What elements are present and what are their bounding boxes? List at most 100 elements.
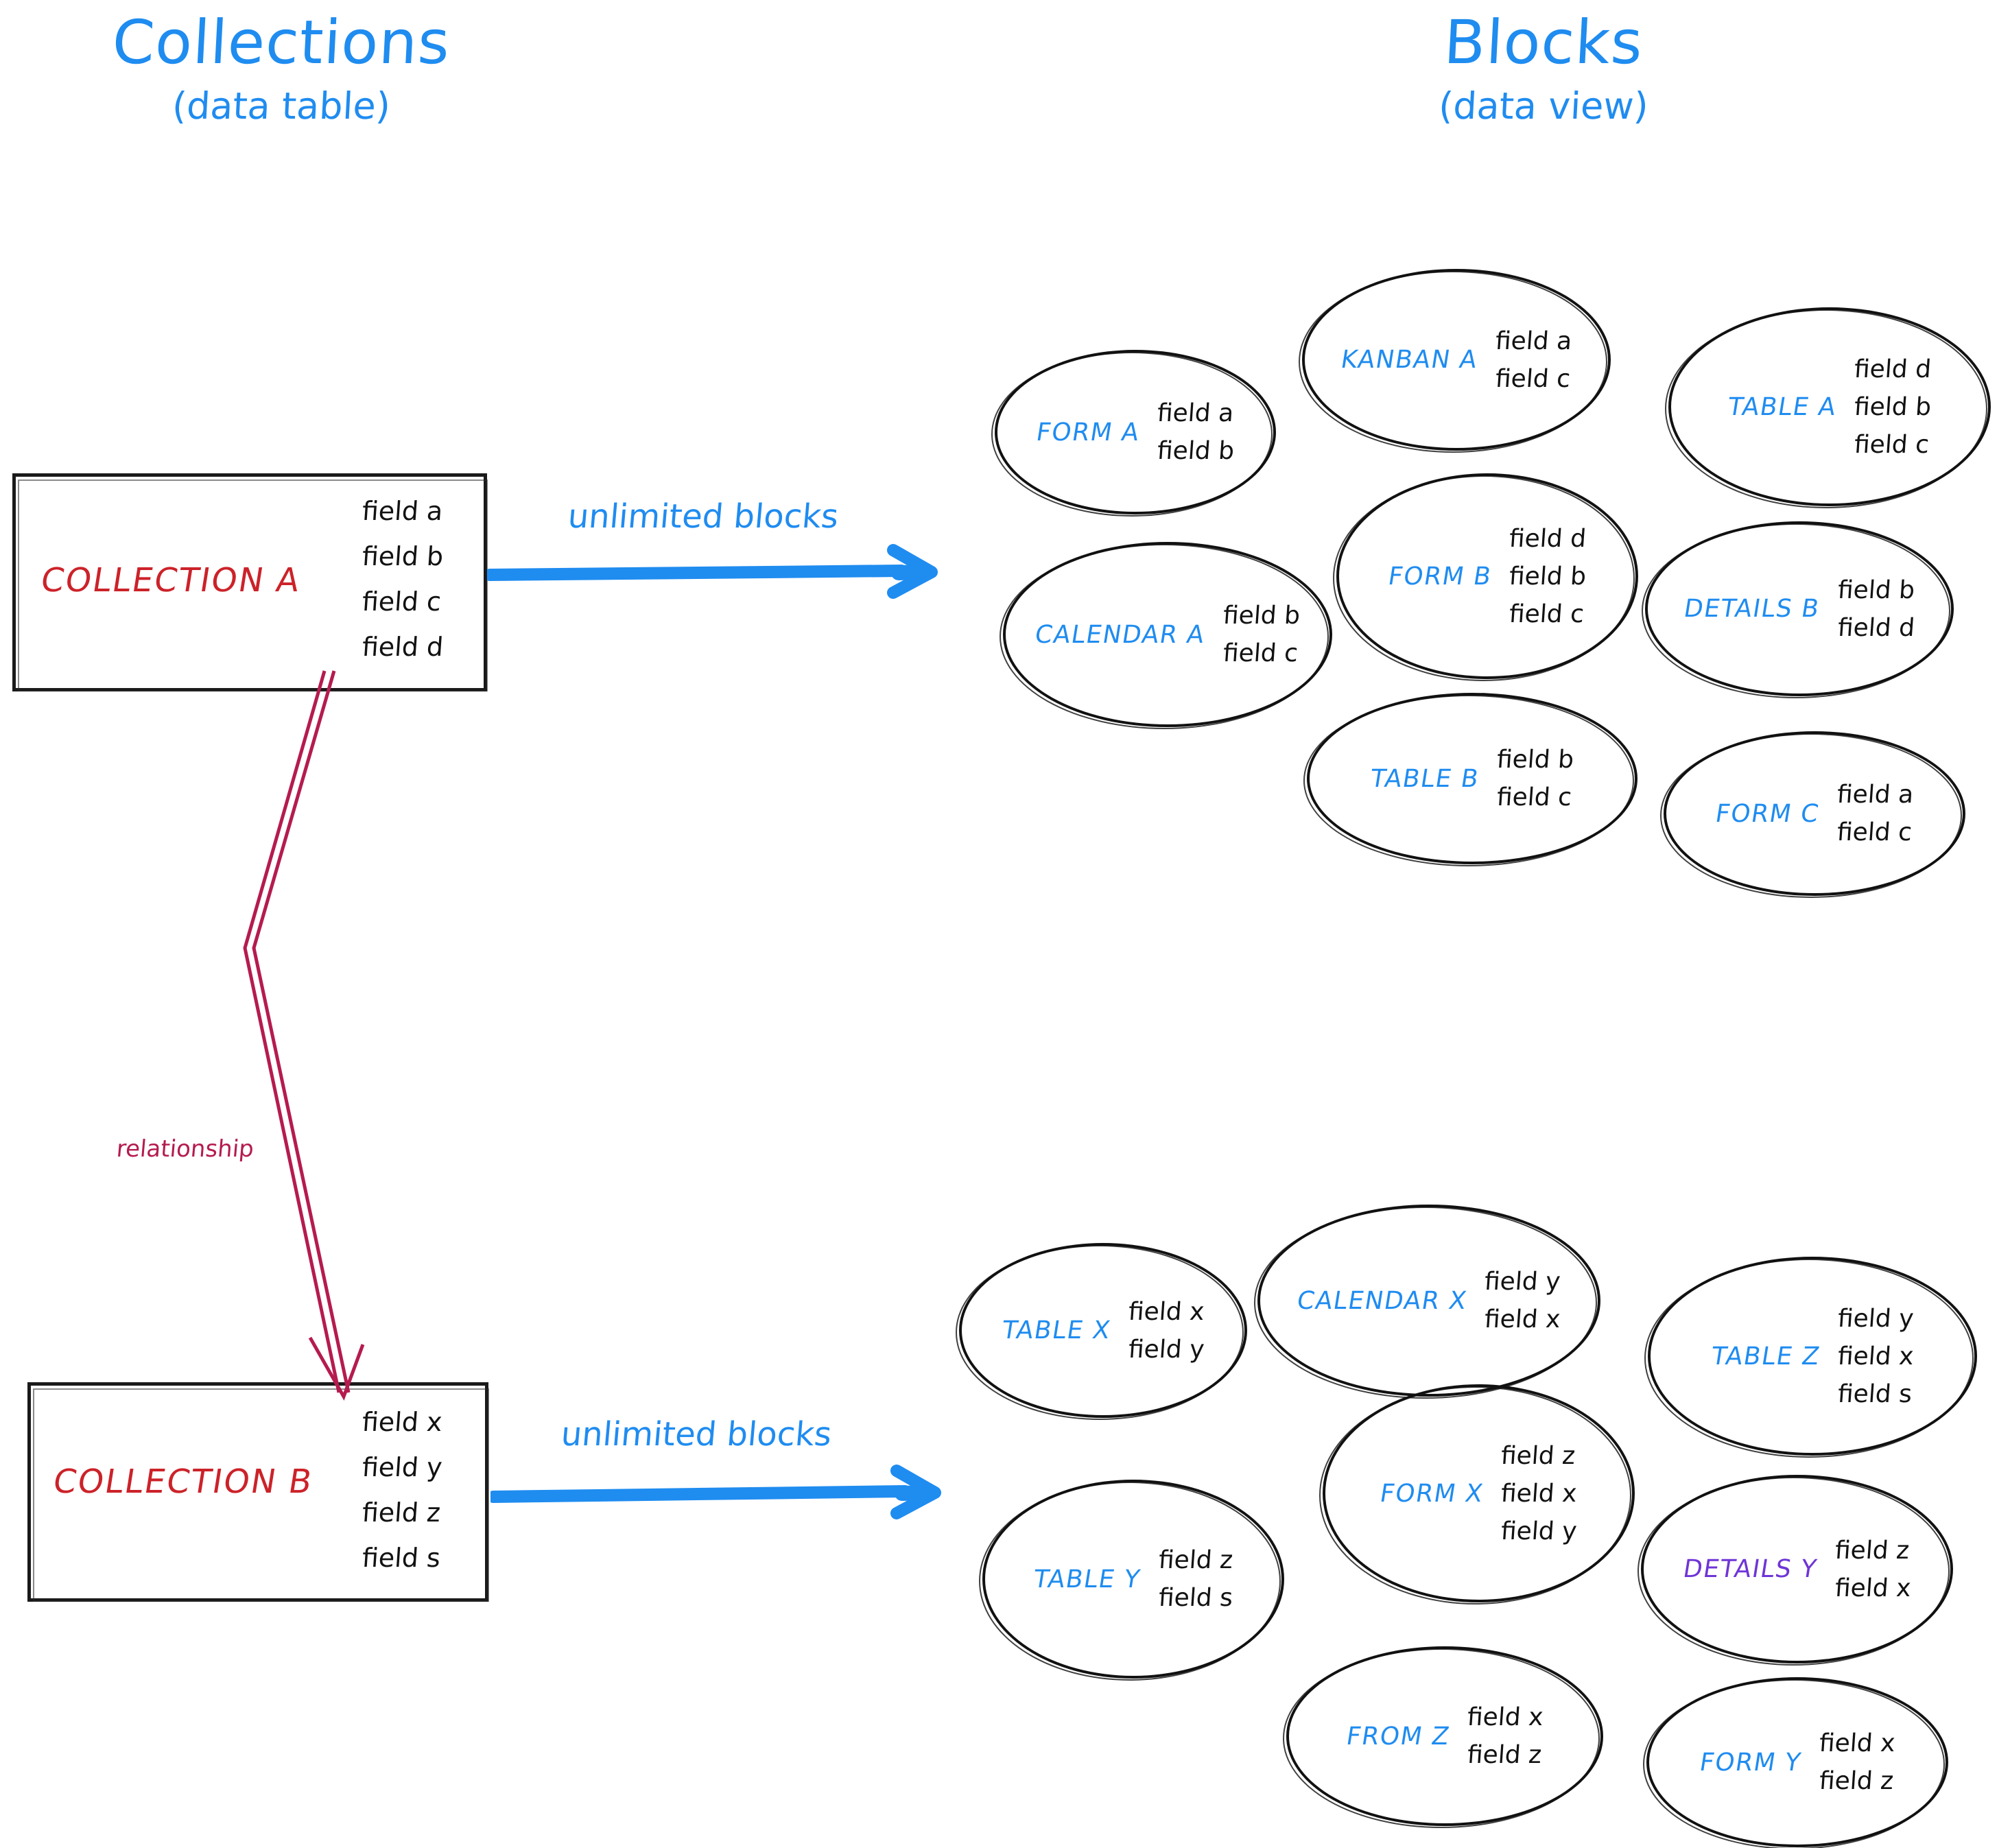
ellipse-outline-secondary	[1637, 1477, 1950, 1666]
block-name: TABLE Y	[1032, 1565, 1143, 1594]
block-kanban-a[interactable]: KANBAN A field a field c	[1299, 269, 1611, 453]
collection-b-field: field x	[361, 1407, 444, 1437]
block-field: field x	[1466, 1703, 1544, 1731]
heading-blocks-subtitle: (data view)	[1437, 84, 1650, 128]
ellipse-outline-secondary	[1643, 1679, 1945, 1848]
block-name: FORM B	[1386, 562, 1494, 591]
block-form-x[interactable]: FORM X field z field x field y	[1319, 1384, 1635, 1604]
heading-collections: Collections (data table)	[69, 7, 494, 128]
block-fields: field y field x field s	[1836, 1300, 1915, 1413]
ellipse-outline-secondary	[1303, 695, 1634, 866]
block-table-a[interactable]: TABLE A field d field b field c	[1665, 307, 1991, 508]
ellipse-outline-secondary	[1319, 1386, 1631, 1604]
block-field: field d	[1853, 355, 1932, 383]
block-name: FORM X	[1378, 1479, 1486, 1508]
block-field: field z	[1834, 1536, 1911, 1565]
block-name: CALENDAR A	[1033, 620, 1207, 649]
block-fields: field a field c	[1494, 322, 1573, 398]
block-field: field y	[1500, 1517, 1579, 1545]
block-table-y[interactable]: TABLE Y field z field s	[979, 1480, 1284, 1681]
block-field: field x	[1836, 1342, 1915, 1371]
block-details-y[interactable]: DETAILS Y field z field x	[1637, 1475, 1953, 1666]
block-name: TABLE A	[1725, 392, 1839, 421]
block-field: field z	[1818, 1767, 1895, 1795]
ellipse-outline-secondary	[1283, 1648, 1600, 1828]
block-fields: field d field b field c	[1853, 351, 1932, 464]
block-name: TABLE Z	[1709, 1342, 1822, 1371]
relationship-label: relationship	[115, 1135, 255, 1163]
block-fields: field d field b field c	[1508, 520, 1587, 633]
ellipse-outline-secondary	[1299, 271, 1607, 453]
block-fields: field b field c	[1495, 741, 1575, 816]
block-fields: field x field y	[1127, 1293, 1205, 1369]
heading-collections-subtitle: (data table)	[171, 84, 392, 128]
collection-a-fields: field a field b field c field d	[361, 488, 445, 670]
collection-a-field: field d	[361, 632, 445, 662]
block-calendar-a[interactable]: CALENDAR A field b field c	[1000, 542, 1332, 729]
block-fields: field z field s	[1157, 1541, 1234, 1617]
ellipse-outline-secondary	[1333, 475, 1635, 681]
ellipse-outline-secondary	[1644, 1259, 1974, 1458]
block-field: field c	[1508, 600, 1585, 628]
block-field: field c	[1836, 818, 1913, 846]
ellipse-outline-secondary	[991, 352, 1273, 517]
arrow-bottom-glyph	[490, 1465, 941, 1519]
block-name: TABLE X	[1000, 1316, 1113, 1344]
block-table-z[interactable]: TABLE Z field y field x field s	[1644, 1257, 1977, 1458]
block-field: field y	[1836, 1304, 1915, 1333]
ellipse-outline-secondary	[1642, 523, 1950, 698]
block-form-c[interactable]: FORM C field a field c	[1660, 731, 1965, 898]
block-fields: field z field x	[1834, 1532, 1912, 1607]
collection-b-fields: field x field y field z field s	[361, 1399, 444, 1580]
block-field: field y	[1127, 1335, 1205, 1364]
collection-b-name: COLLECTION B	[50, 1462, 316, 1501]
block-name: FORM Y	[1697, 1748, 1804, 1777]
block-name: CALENDAR X	[1294, 1286, 1469, 1315]
collection-a-name: COLLECTION A	[38, 561, 304, 600]
ellipse-outline-secondary	[1000, 544, 1329, 729]
block-form-a[interactable]: FORM A field a field b	[991, 350, 1276, 517]
block-fields: field y field x	[1484, 1263, 1561, 1338]
block-field: field b	[1222, 602, 1301, 630]
block-field: field c	[1222, 639, 1299, 667]
block-details-b[interactable]: DETAILS B field b field d	[1642, 521, 1954, 698]
block-field: field x	[1500, 1479, 1579, 1508]
block-fields: field z field x field y	[1500, 1437, 1579, 1550]
block-field: field z	[1157, 1546, 1234, 1574]
block-field: field d	[1508, 524, 1587, 553]
collection-a-field: field b	[361, 541, 445, 571]
arrow-top-glyph	[487, 544, 938, 599]
heading-blocks-title: Blocks	[1442, 7, 1645, 78]
block-fields: field x field z	[1818, 1725, 1895, 1800]
ellipse-outline-secondary	[979, 1482, 1281, 1681]
block-table-b[interactable]: TABLE B field b field c	[1303, 693, 1637, 866]
collection-b-field: field z	[361, 1497, 442, 1528]
block-fields: field x field z	[1466, 1698, 1544, 1774]
block-form-b[interactable]: FORM B field d field b field c	[1333, 473, 1638, 681]
block-field: field c	[1853, 430, 1930, 459]
arrow-top-label: unlimited blocks	[566, 497, 840, 536]
block-from-z[interactable]: FROM Z field x field z	[1283, 1646, 1603, 1828]
block-calendar-x[interactable]: CALENDAR X field y field x	[1254, 1205, 1600, 1399]
block-fields: field b field c	[1222, 597, 1301, 672]
block-fields: field a field c	[1836, 776, 1915, 851]
block-table-x[interactable]: TABLE X field x field y	[956, 1243, 1247, 1420]
block-name: FORM C	[1713, 799, 1821, 828]
block-field: field a	[1836, 781, 1915, 809]
block-field: field x	[1127, 1297, 1205, 1326]
block-field: field s	[1836, 1379, 1913, 1408]
block-field: field x	[1834, 1574, 1912, 1602]
block-form-y[interactable]: FORM Y field x field z	[1643, 1677, 1948, 1848]
block-name: KANBAN A	[1338, 346, 1480, 374]
arrow-bottom-label: unlimited blocks	[559, 1415, 833, 1454]
block-fields: field a field b	[1157, 394, 1235, 470]
block-field: field b	[1508, 562, 1587, 591]
collection-a-field: field c	[361, 587, 442, 617]
block-field: field a	[1494, 327, 1573, 355]
block-name: FORM A	[1034, 418, 1142, 447]
collection-b-field: field y	[361, 1452, 444, 1482]
block-name: FROM Z	[1344, 1722, 1452, 1751]
collection-a-field: field a	[361, 496, 444, 526]
block-name: DETAILS Y	[1681, 1555, 1819, 1583]
block-field: field c	[1495, 783, 1573, 812]
